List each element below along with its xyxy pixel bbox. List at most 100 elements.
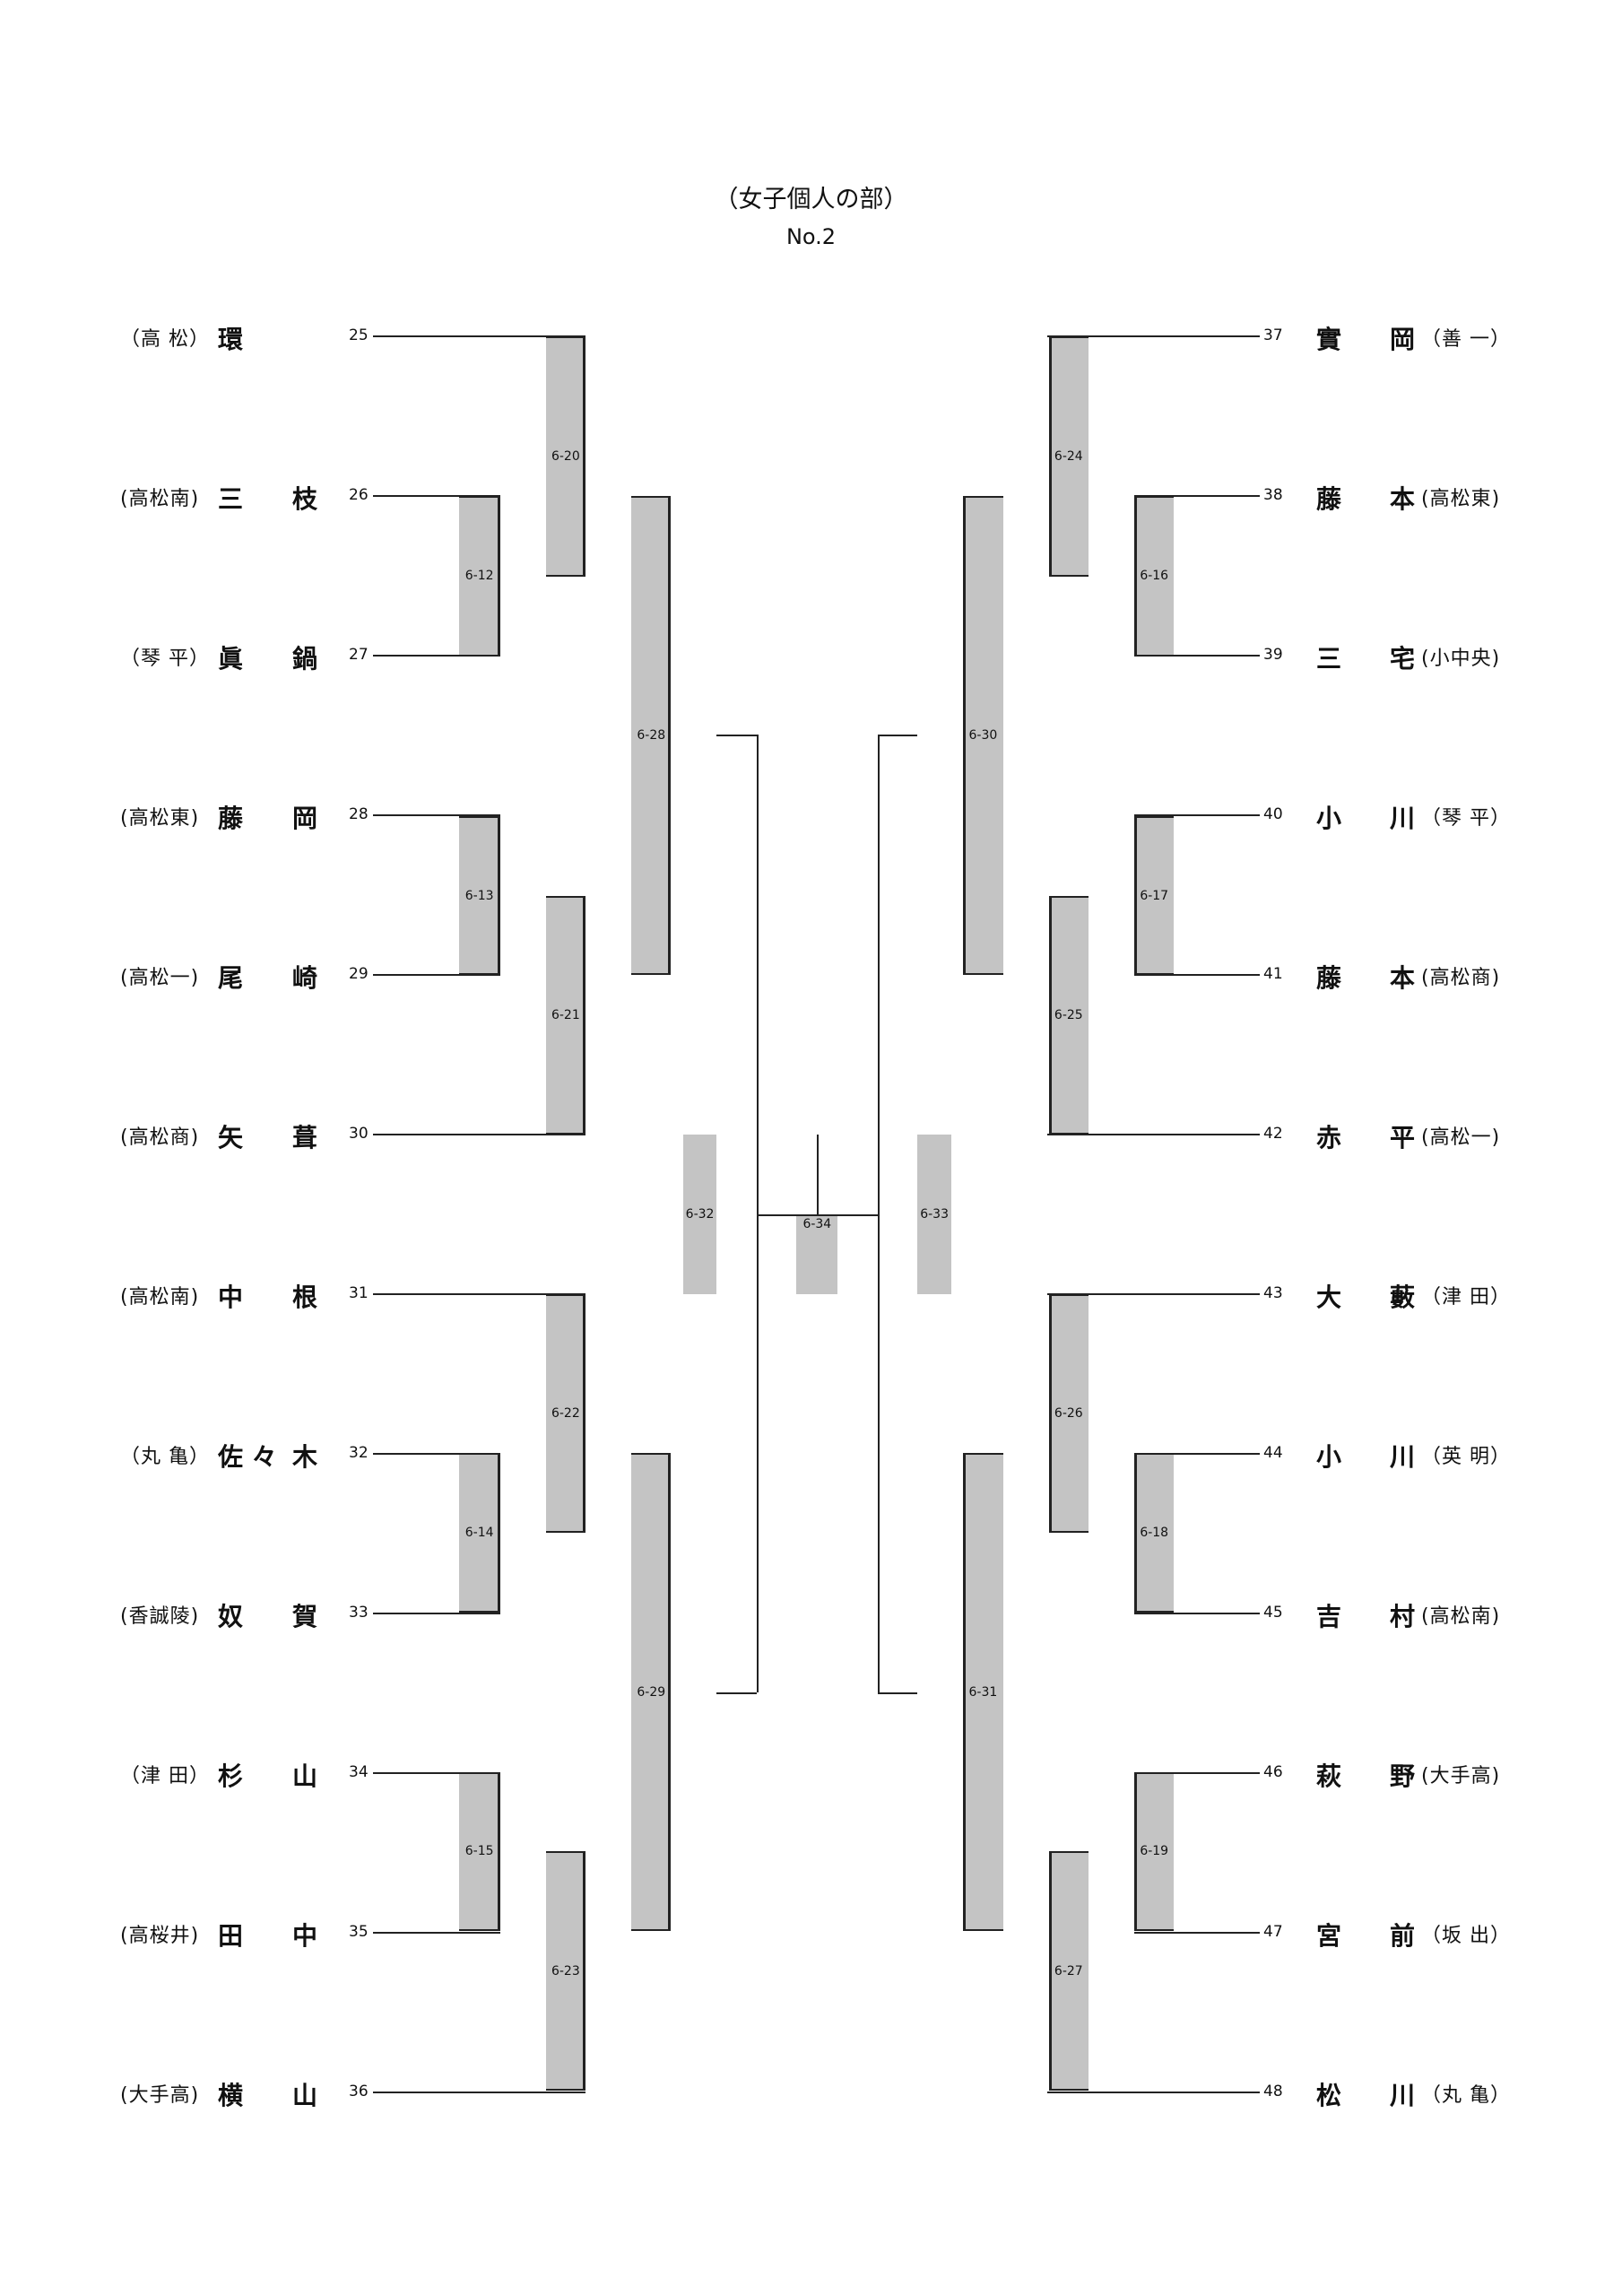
bracket-line bbox=[756, 735, 759, 1692]
player-club: （丸 亀） bbox=[1421, 2084, 1511, 2107]
match-box bbox=[545, 895, 586, 1135]
player-given-name: 鍋 bbox=[292, 644, 318, 674]
player-number: 33 bbox=[349, 1604, 369, 1622]
player-given-name: 岡 bbox=[292, 804, 318, 833]
match-box bbox=[682, 1135, 717, 1294]
match-label: 6-18 bbox=[1140, 1526, 1169, 1541]
player-club: (高松一) bbox=[1421, 1126, 1501, 1149]
player-number: 37 bbox=[1263, 326, 1283, 344]
player-club: （坂 出） bbox=[1421, 1925, 1511, 1947]
bracket-line bbox=[373, 1453, 500, 1455]
player-club: (大手高) bbox=[120, 2084, 200, 2107]
bracket-line bbox=[1047, 335, 1260, 337]
match-label: 6-19 bbox=[1140, 1844, 1169, 1859]
match-label: 6-34 bbox=[802, 1217, 832, 1232]
match-label: 6-26 bbox=[1054, 1405, 1083, 1421]
match-box bbox=[963, 1453, 1003, 1932]
player-given-name: 葺 bbox=[292, 1123, 318, 1152]
bracket-line bbox=[1047, 1293, 1260, 1295]
player-family-name: 三 bbox=[1316, 644, 1342, 674]
match-label: 6-33 bbox=[920, 1206, 949, 1222]
player-number: 44 bbox=[1263, 1444, 1283, 1462]
player-family-name: 實 bbox=[1316, 325, 1342, 354]
match-label: 6-22 bbox=[551, 1405, 580, 1421]
bracket-line bbox=[373, 1772, 500, 1774]
bracket-line bbox=[373, 1613, 500, 1614]
player-family-name: 杉 bbox=[218, 1761, 244, 1791]
bracket-line bbox=[373, 2092, 585, 2093]
bracket-line bbox=[373, 814, 500, 816]
match-label: 6-30 bbox=[968, 728, 998, 744]
match-box bbox=[1048, 1851, 1089, 2091]
match-label: 6-17 bbox=[1140, 888, 1169, 903]
player-club: （高 松） bbox=[120, 328, 210, 351]
player-given-name: 前 bbox=[1390, 1921, 1416, 1951]
match-label: 6-25 bbox=[1054, 1007, 1083, 1022]
player-number: 25 bbox=[349, 326, 369, 344]
player-club: (小中央) bbox=[1421, 648, 1501, 670]
player-club: （丸 亀） bbox=[120, 1446, 210, 1468]
match-label: 6-23 bbox=[551, 1963, 580, 1979]
match-box bbox=[1134, 815, 1175, 976]
player-club: （善 一） bbox=[1421, 328, 1511, 351]
match-label: 6-31 bbox=[968, 1684, 998, 1700]
match-box bbox=[545, 1293, 586, 1534]
match-label: 6-16 bbox=[1140, 569, 1169, 584]
match-label: 6-24 bbox=[1054, 449, 1083, 465]
player-given-name: 木 bbox=[292, 1442, 318, 1472]
player-family-name: 小 bbox=[1316, 1442, 1342, 1472]
bracket-line bbox=[817, 1135, 820, 1214]
player-family-name: 中 bbox=[218, 1283, 244, 1312]
player-number: 38 bbox=[1263, 486, 1283, 504]
bracket-line bbox=[1047, 2092, 1260, 2093]
bracket-line bbox=[716, 735, 757, 737]
bracket-line bbox=[1134, 1932, 1260, 1934]
player-given-name: 山 bbox=[292, 2081, 318, 2110]
match-box bbox=[458, 815, 500, 976]
match-box bbox=[1048, 895, 1089, 1135]
player-given-name: 枝 bbox=[292, 484, 318, 514]
match-box bbox=[917, 1135, 952, 1294]
match-label: 6-14 bbox=[464, 1526, 494, 1541]
player-family-name: 田 bbox=[218, 1921, 244, 1951]
player-number: 28 bbox=[349, 805, 369, 823]
player-family-name: 藤 bbox=[1316, 484, 1342, 514]
bracket-line bbox=[1134, 495, 1260, 497]
player-club: (大手高) bbox=[1421, 1765, 1501, 1787]
match-box bbox=[458, 495, 500, 657]
player-given-name: 山 bbox=[292, 1761, 318, 1791]
player-given-name: 中 bbox=[292, 1921, 318, 1951]
player-given-name: 本 bbox=[1390, 963, 1416, 993]
bracket-line bbox=[1134, 1772, 1260, 1774]
player-given-name: 宅 bbox=[1390, 644, 1416, 674]
player-given-name: 川 bbox=[1390, 1442, 1416, 1472]
bracket-line bbox=[1047, 1134, 1260, 1135]
match-label: 6-28 bbox=[637, 728, 666, 744]
match-box bbox=[1134, 495, 1175, 657]
player-family-name: 吉 bbox=[1316, 1602, 1342, 1631]
player-club: （琴 平） bbox=[1421, 807, 1511, 830]
player-number: 27 bbox=[349, 646, 369, 664]
player-club: (高松東) bbox=[1421, 488, 1501, 510]
player-club: （英 明） bbox=[1421, 1446, 1511, 1468]
match-box bbox=[1134, 1453, 1175, 1613]
player-family-name: 横 bbox=[218, 2081, 244, 2110]
player-number: 46 bbox=[1263, 1763, 1283, 1781]
match-label: 6-20 bbox=[551, 449, 580, 465]
bracket-line bbox=[1134, 1613, 1260, 1614]
player-number: 30 bbox=[349, 1125, 369, 1143]
player-given-name: 平 bbox=[1390, 1123, 1416, 1152]
bracket-line bbox=[1134, 974, 1260, 976]
player-number: 43 bbox=[1263, 1284, 1283, 1302]
player-club: (高松南) bbox=[120, 1286, 200, 1309]
player-given-name: 根 bbox=[292, 1283, 318, 1312]
match-label: 6-15 bbox=[464, 1844, 494, 1859]
player-club: (高松東) bbox=[120, 807, 200, 830]
bracket-line bbox=[1134, 814, 1260, 816]
bracket-line bbox=[877, 735, 880, 1692]
match-box bbox=[1048, 1293, 1089, 1534]
bracket-line bbox=[877, 735, 918, 737]
player-family-name: 小 bbox=[1316, 804, 1342, 833]
player-number: 31 bbox=[349, 1284, 369, 1302]
bracket-line bbox=[373, 974, 500, 976]
